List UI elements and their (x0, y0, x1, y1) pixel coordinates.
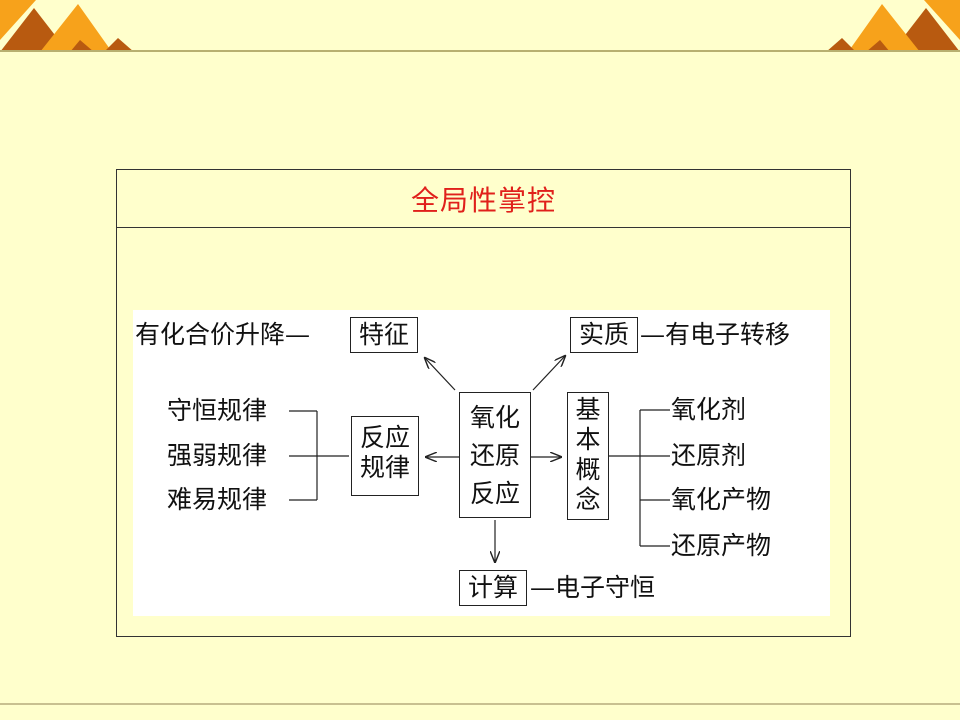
rule-item: 强弱规律 (167, 441, 268, 470)
center-box: 氧化 还原 反应 (459, 392, 531, 518)
slide-title: 全局性掌控 (117, 170, 850, 228)
concept-item: 还原产物 (671, 531, 772, 560)
feature-box: 特征 (350, 317, 418, 353)
connector-lines (289, 310, 670, 616)
rules-box: 反应 规律 (351, 416, 419, 496)
concept-item: 氧化产物 (671, 485, 772, 514)
concepts-box-char: 概 (575, 455, 601, 484)
bottom-rule (0, 703, 960, 705)
rule-item: 难易规律 (167, 485, 268, 514)
feature-label: 有化合价升降— (135, 320, 311, 349)
corner-decoration-right (826, 0, 960, 52)
concepts-box-char: 本 (575, 425, 601, 454)
center-box-line: 还原 (469, 441, 520, 470)
concept-item: 还原剂 (671, 441, 747, 470)
arrow-to-feature (425, 358, 456, 391)
concepts-box: 基 本 概 念 (567, 392, 609, 520)
concepts-box-char: 基 (575, 395, 601, 424)
concept-item: 氧化剂 (671, 395, 747, 424)
essence-label: —有电子转移 (640, 320, 791, 349)
essence-box: 实质 (570, 317, 638, 353)
concept-map: 有化合价升降— 特征 实质 —有电子转移 守恒规律 强弱规律 难易规律 反应 规… (133, 310, 830, 616)
content-frame: 全局性掌控 (116, 169, 851, 637)
rules-box-line: 反应 (359, 423, 410, 452)
concepts-box-char: 念 (575, 485, 601, 514)
top-rule (0, 50, 960, 52)
arrow-to-essence (532, 356, 565, 391)
center-box-line: 反应 (469, 479, 520, 508)
corner-decoration-left (0, 0, 134, 52)
rules-box-line: 规律 (359, 453, 410, 482)
center-box-line: 氧化 (469, 403, 520, 432)
calc-box: 计算 (459, 570, 527, 606)
rule-item: 守恒规律 (167, 396, 268, 425)
calc-label: —电子守恒 (530, 573, 656, 602)
